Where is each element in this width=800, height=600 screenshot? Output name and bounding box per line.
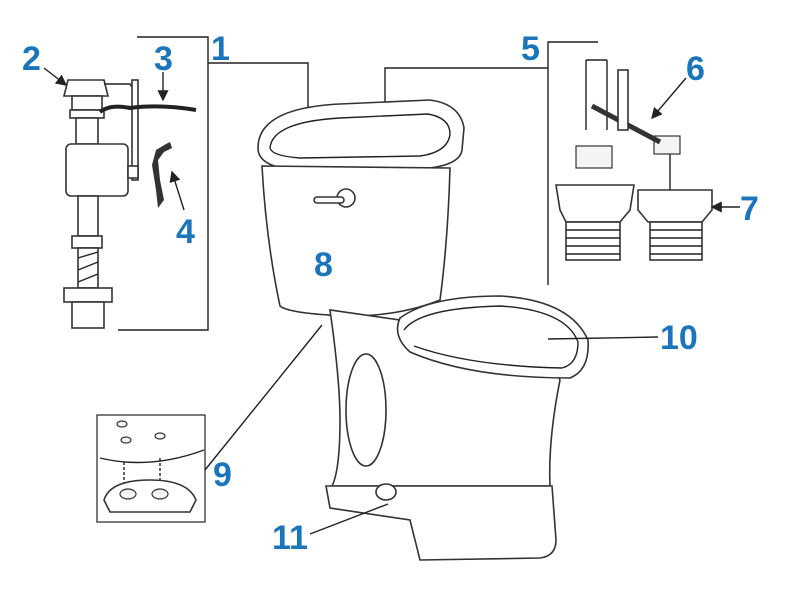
toilet-drawing (257, 99, 589, 561)
flush-valve-drawing (555, 59, 713, 261)
leader-line-9 (204, 324, 323, 471)
part-label-10: 10 (660, 319, 698, 357)
part-label-9: 9 (213, 456, 232, 494)
arrow-4 (169, 170, 185, 211)
part-label-6: 6 (686, 50, 705, 88)
leader-line-11 (309, 503, 389, 535)
fill-valve-drawing (62, 79, 139, 329)
arrow-2 (43, 67, 68, 86)
part-label-2: 2 (22, 40, 41, 78)
part-label-1: 1 (211, 30, 230, 68)
part-label-3: 3 (154, 40, 173, 78)
part-label-5: 5 (521, 30, 540, 68)
part-label-8: 8 (314, 246, 333, 284)
part-label-11: 11 (272, 519, 308, 557)
refill-tube-drawing (98, 104, 197, 114)
part-label-4: 4 (176, 213, 195, 251)
bracket-1 (118, 36, 209, 331)
bolt-inset (96, 414, 206, 523)
part-label-7: 7 (740, 190, 759, 228)
leader-line-10 (547, 336, 659, 340)
clip-drawing (152, 142, 172, 208)
arrow-6 (651, 77, 687, 120)
bracket-5 (547, 41, 598, 285)
